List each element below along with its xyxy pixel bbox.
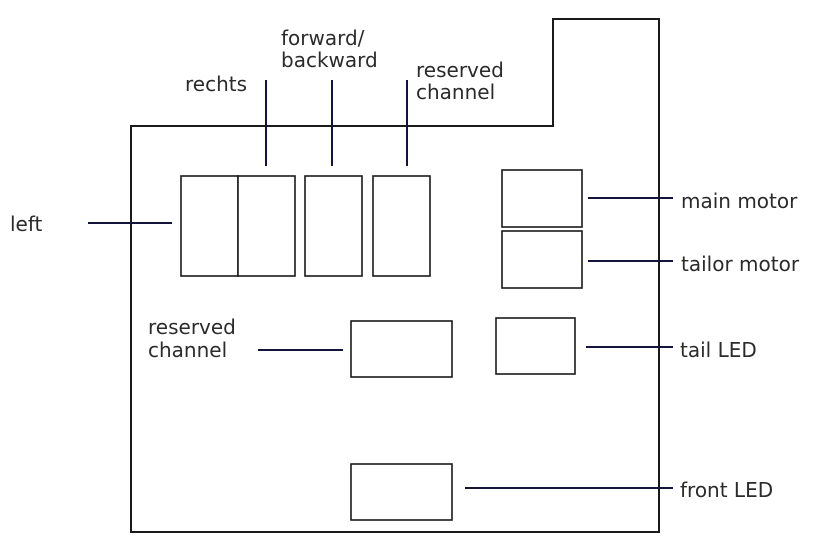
label-reserved-top-line1: reserved xyxy=(416,58,504,82)
label-left: left xyxy=(10,212,43,236)
label-reserved-mid-line1: reserved xyxy=(148,315,236,339)
tail-led-box xyxy=(495,317,576,375)
label-forward-backward-line1: forward/ xyxy=(281,26,365,50)
label-tailor-motor: tailor motor xyxy=(681,252,800,276)
main-motor-box xyxy=(501,169,583,228)
label-front-led: front LED xyxy=(680,478,773,502)
reserved-channel-box-mid xyxy=(350,320,453,378)
label-tail-led: tail LED xyxy=(680,338,757,362)
channel-box-forward-backward xyxy=(304,175,363,277)
channel-box-reserved-top xyxy=(372,175,431,277)
channel-box-left xyxy=(180,175,239,277)
board-outline xyxy=(130,18,660,533)
label-reserved-top-line2: channel xyxy=(416,80,495,104)
label-forward-backward-line2: backward xyxy=(281,48,378,72)
channel-box-rechts xyxy=(237,175,296,277)
front-led-box xyxy=(350,463,453,521)
label-rechts: rechts xyxy=(185,72,247,96)
tailor-motor-box xyxy=(501,230,583,289)
label-main-motor: main motor xyxy=(681,189,798,213)
label-reserved-mid-line2: channel xyxy=(148,338,227,362)
